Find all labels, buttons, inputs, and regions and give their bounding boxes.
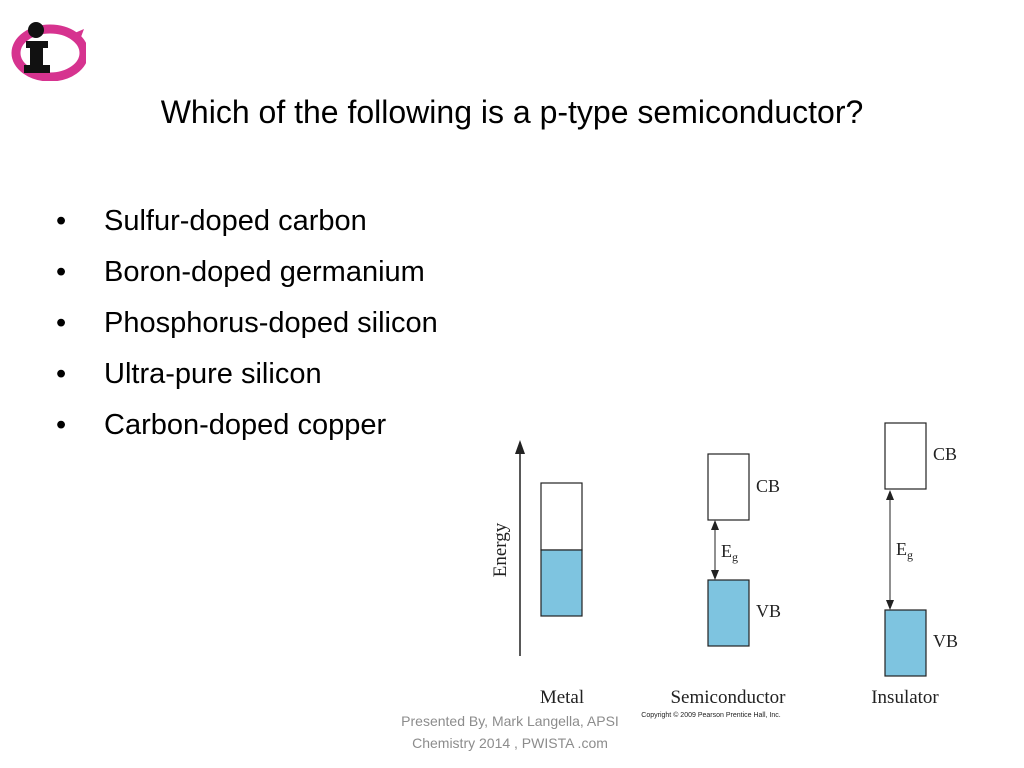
footer: Presented By, Mark Langella, APSI Chemis… bbox=[380, 710, 640, 754]
footer-line-1: Presented By, Mark Langella, APSI bbox=[401, 713, 619, 729]
option-item: • Sulfur-doped carbon bbox=[44, 196, 438, 247]
insulator-label: Insulator bbox=[871, 687, 939, 708]
insulator-gap-arrow-up-icon bbox=[886, 490, 894, 500]
band-diagram: Energy Metal CB VB Eg Semiconductor Copy… bbox=[490, 422, 958, 719]
energy-axis-arrow-icon bbox=[515, 440, 525, 454]
semiconductor-gap-arrow-up-icon bbox=[711, 520, 719, 530]
bullet-dot: • bbox=[56, 307, 67, 339]
option-item: • Phosphorus-doped silicon bbox=[44, 298, 438, 349]
insulator-conduction-band bbox=[884, 422, 927, 490]
option-text: Boron-doped germanium bbox=[104, 256, 425, 288]
semiconductor-gap-arrow-down-icon bbox=[711, 570, 719, 580]
bullet-dot: • bbox=[56, 205, 67, 237]
slide-title: Which of the following is a p-type semic… bbox=[160, 94, 864, 130]
bullet-dot: • bbox=[56, 256, 67, 288]
option-item: • Boron-doped germanium bbox=[44, 247, 438, 298]
metal-label: Metal bbox=[540, 687, 584, 708]
option-text: Ultra-pure silicon bbox=[104, 358, 322, 390]
semiconductor-vb-label: VB bbox=[756, 601, 781, 621]
option-text: Carbon-doped copper bbox=[104, 409, 387, 441]
info-i-logo-icon bbox=[11, 22, 86, 81]
option-text: Sulfur-doped carbon bbox=[104, 205, 367, 237]
semiconductor-conduction-band bbox=[707, 453, 750, 521]
insulator-gap-label: Eg bbox=[896, 539, 913, 562]
semiconductor-cb-label: CB bbox=[756, 476, 780, 496]
footer-line-2: Chemistry 2014 , PWISTA .com bbox=[412, 735, 608, 751]
answer-options: • Sulfur-doped carbon • Boron-doped german… bbox=[44, 196, 438, 451]
energy-axis-label: Energy bbox=[490, 522, 511, 577]
semiconductor-label: Semiconductor bbox=[670, 687, 786, 708]
option-text: Phosphorus-doped silicon bbox=[104, 307, 438, 339]
option-item: • Carbon-doped copper bbox=[44, 400, 438, 451]
metal-band-filled bbox=[540, 549, 583, 617]
semiconductor-gap-label: Eg bbox=[721, 541, 738, 564]
bullet-dot: • bbox=[56, 358, 67, 390]
copyright-notice: Copyright © 2009 Pearson Prentice Hall, … bbox=[641, 711, 780, 719]
metal-band-empty bbox=[540, 482, 583, 551]
insulator-vb-label: VB bbox=[933, 631, 958, 651]
insulator-gap-arrow-down-icon bbox=[886, 600, 894, 610]
semiconductor-valence-band bbox=[707, 579, 750, 647]
option-item: • Ultra-pure silicon bbox=[44, 349, 438, 400]
insulator-cb-label: CB bbox=[933, 444, 957, 464]
insulator-valence-band bbox=[884, 609, 927, 677]
bullet-dot: • bbox=[56, 409, 67, 441]
